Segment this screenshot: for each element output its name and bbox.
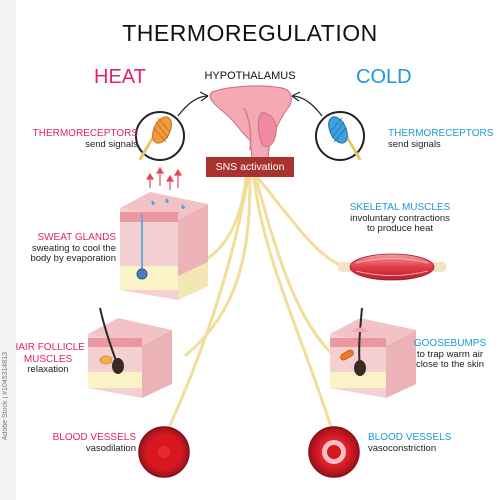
cold-thermoreceptors-text: send signals xyxy=(388,138,441,150)
nerve-to-vessel-heat xyxy=(166,176,250,432)
cold-label: COLD xyxy=(356,66,412,88)
cold-thermoreceptor-illustration xyxy=(315,111,365,161)
sweat-glands-label: SWEAT GLANDS sweating to cool the body b… xyxy=(30,232,116,265)
diagram-title: THERMOREGULATION xyxy=(122,20,378,46)
nerve-lines xyxy=(166,176,350,432)
skeletal-muscles-text-1: involuntary contractions xyxy=(350,212,450,224)
signal-arrows xyxy=(177,91,323,117)
heat-label: HEAT xyxy=(94,66,146,88)
heat-blood-vessels-text: vasodilation xyxy=(85,442,136,454)
hypothalamus-label: HYPOTHALAMUS xyxy=(204,70,296,82)
watermark-strip: Adobe Stock | #1045314813 xyxy=(0,0,16,500)
heat-thermoreceptors-text: send signals xyxy=(85,138,138,150)
goosebumps-text-1: to trap warm air xyxy=(417,348,483,360)
cold-blood-vessels-label: BLOOD VESSELS vasoconstriction xyxy=(368,432,451,454)
cold-blood-vessels-text: vasoconstriction xyxy=(368,442,437,454)
skeletal-muscles-heading: SKELETAL MUSCLES xyxy=(349,202,451,213)
sweat-glands-text-2: body by evaporation xyxy=(30,253,116,265)
goosebumps-text-2: close to the skin xyxy=(415,359,485,371)
vessel-vasodilation-illustration xyxy=(138,426,190,478)
hair-follicle-relaxation-illustration xyxy=(88,307,172,398)
arrow-heat-receptor xyxy=(177,95,209,117)
heat-thermoreceptors-label: THERMORECEPTORS send signals xyxy=(33,128,138,150)
arrow-cold-receptor xyxy=(291,95,323,117)
goosebumps-illustration xyxy=(330,307,416,398)
goosebumps-heading: GOOSEBUMPS xyxy=(413,338,487,349)
goosebumps-label: GOOSEBUMPS to trap warm air close to the… xyxy=(404,338,496,371)
nerve-to-vessel-cold xyxy=(252,176,334,432)
nerve-to-goosebumps xyxy=(254,176,332,354)
cold-thermoreceptors-label: THERMORECEPTORS send signals xyxy=(388,128,493,150)
skeletal-muscle-illustration xyxy=(338,253,446,281)
skeletal-muscles-label: SKELETAL MUSCLES involuntary contraction… xyxy=(330,202,470,235)
heat-thermoreceptor-illustration xyxy=(135,111,185,161)
watermark-text: Adobe Stock | #1045314813 xyxy=(2,351,9,440)
cold-thermoreceptors-heading: THERMORECEPTORS xyxy=(388,128,494,139)
heat-blood-vessels-heading: BLOOD VESSELS xyxy=(52,432,136,443)
heat-thermoreceptors-heading: THERMORECEPTORS xyxy=(32,128,138,139)
hypothalamus-illustration xyxy=(209,85,292,159)
hair-follicle-text: relaxation xyxy=(27,364,69,375)
vessel-vasoconstriction-illustration xyxy=(308,426,360,478)
sweat-gland-skin-illustration xyxy=(120,166,208,300)
hair-follicle-heading-1: HAIR FOLLICLE xyxy=(11,342,85,353)
hair-follicle-label: HAIR FOLLICLE MUSCLES relaxation xyxy=(6,342,90,376)
cold-blood-vessels-heading: BLOOD VESSELS xyxy=(368,432,452,443)
hair-follicle-heading-2: MUSCLES xyxy=(23,353,73,365)
heat-blood-vessels-label: BLOOD VESSELS vasodilation xyxy=(53,432,136,454)
sweat-glands-text-1: sweating to cool the xyxy=(32,242,116,254)
sns-activation-box: SNS activation xyxy=(206,157,294,177)
sweat-glands-heading: SWEAT GLANDS xyxy=(37,232,116,243)
skeletal-muscles-text-2: to produce heat xyxy=(366,223,434,235)
